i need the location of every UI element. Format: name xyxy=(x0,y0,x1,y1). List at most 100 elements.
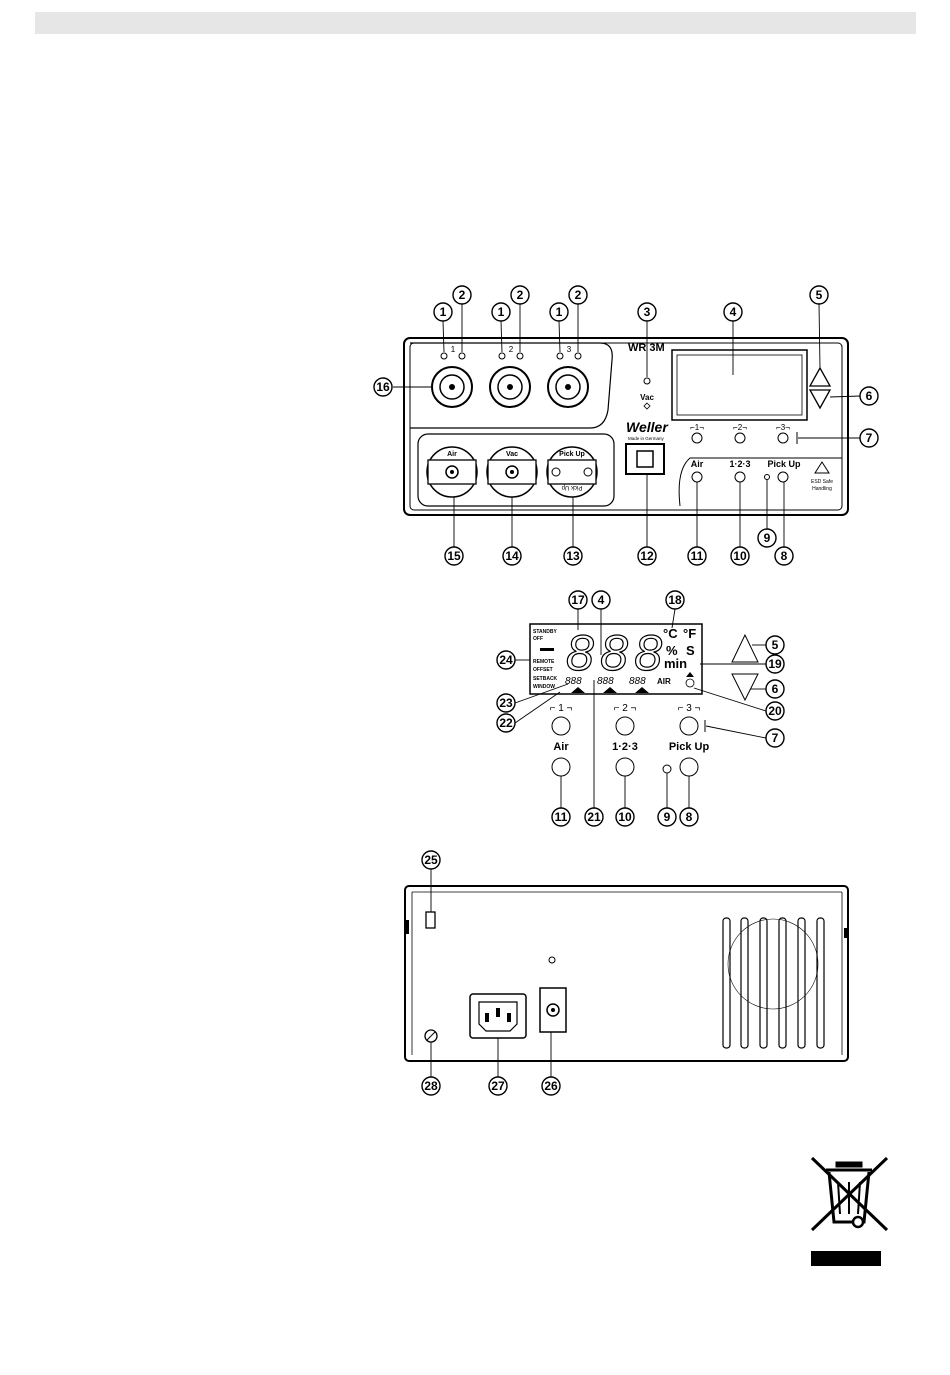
svg-text:⌐2¬: ⌐2¬ xyxy=(733,423,747,432)
svg-text:26: 26 xyxy=(544,1079,558,1093)
svg-text:4: 4 xyxy=(598,593,605,607)
detail-pickup-led xyxy=(662,764,672,774)
svg-text:8: 8 xyxy=(686,810,693,824)
svg-text:18: 18 xyxy=(668,593,682,607)
channel-1-button[interactable] xyxy=(691,432,703,444)
air-button[interactable] xyxy=(691,471,703,483)
svg-text:⌐ 2 ¬: ⌐ 2 ¬ xyxy=(614,703,637,714)
svg-text:13: 13 xyxy=(566,549,580,563)
air-button-label: Air xyxy=(691,459,704,469)
svg-text:14: 14 xyxy=(505,549,519,563)
svg-text:19: 19 xyxy=(768,657,782,671)
weee-bar xyxy=(811,1251,881,1266)
svg-text:ESD Safe: ESD Safe xyxy=(811,479,833,485)
detail-down-arrow[interactable] xyxy=(731,673,759,702)
svg-text:2: 2 xyxy=(459,288,466,302)
lcd-window xyxy=(671,349,808,421)
fuse-holder xyxy=(425,911,436,929)
lcd-detail xyxy=(529,623,703,695)
detail-air-button[interactable] xyxy=(551,757,571,777)
detail-pickup-button[interactable] xyxy=(679,757,699,777)
detail-channel-1-button[interactable] xyxy=(551,716,571,736)
display-callouts: 17 4 18 5 19 6 20 24 23 22 7 11 21 10 9 … xyxy=(496,590,785,827)
svg-text:⌐3¬: ⌐3¬ xyxy=(776,423,790,432)
status-words: STANDBY OFF REMOTE OFFSET SETBACK WINDOW xyxy=(533,629,558,690)
svg-text:28: 28 xyxy=(424,1079,438,1093)
detail-up-arrow[interactable] xyxy=(731,633,759,663)
svg-text:Pick Up: Pick Up xyxy=(559,451,585,458)
channel-label-1: 1 xyxy=(451,345,456,354)
svg-text:Air: Air xyxy=(553,741,569,753)
svg-text:888: 888 xyxy=(597,676,614,687)
svg-text:24: 24 xyxy=(499,653,513,667)
svg-text:8: 8 xyxy=(781,549,788,563)
svg-text:7: 7 xyxy=(772,731,779,745)
svg-text:5: 5 xyxy=(816,288,823,302)
air-indicator: AIR xyxy=(657,677,671,686)
svg-text:17: 17 xyxy=(571,593,585,607)
main-digits: 888 xyxy=(566,625,662,681)
svg-text:9: 9 xyxy=(664,810,671,824)
front-panel-diagram: 1 2 3 Vac WR 3M xyxy=(373,285,879,566)
svg-text:OFFSET: OFFSET xyxy=(533,667,553,673)
tool-connectors xyxy=(431,366,589,408)
svg-text:888: 888 xyxy=(629,676,646,687)
svg-text:6: 6 xyxy=(866,389,873,403)
front-callouts: 1 2 1 2 1 2 3 4 5 6 7 16 15 14 13 12 11 … xyxy=(373,285,879,566)
svg-text:11: 11 xyxy=(691,549,704,563)
detail-channel-2-button[interactable] xyxy=(615,716,635,736)
svg-text:6: 6 xyxy=(772,682,779,696)
vac-knob[interactable]: Vac xyxy=(486,446,538,498)
svg-text:SETBACK: SETBACK xyxy=(533,676,558,682)
detail-123-button[interactable] xyxy=(615,757,635,777)
unit-celsius: °C xyxy=(663,626,678,641)
svg-text:2: 2 xyxy=(575,288,582,302)
channel-label-3: 3 xyxy=(567,345,572,354)
svg-text:4: 4 xyxy=(730,305,737,319)
pickup-button[interactable] xyxy=(777,471,789,483)
weller-logo: Weller xyxy=(626,419,669,435)
page-header-bar xyxy=(35,12,916,34)
up-arrow-button[interactable] xyxy=(808,366,832,387)
svg-text:Vac: Vac xyxy=(506,451,518,458)
channel-2-button[interactable] xyxy=(734,432,746,444)
svg-text:1: 1 xyxy=(556,305,563,319)
down-arrow-button[interactable] xyxy=(808,389,832,410)
small-digit-groups: 888 888 888 xyxy=(565,676,646,687)
pickup-knob[interactable]: Pick Up Pick Up xyxy=(546,446,598,498)
svg-text:Pick Up: Pick Up xyxy=(669,741,710,753)
svg-text:STANDBY: STANDBY xyxy=(533,629,557,635)
detail-channel-3-button[interactable] xyxy=(679,716,699,736)
svg-text:7: 7 xyxy=(866,431,873,445)
channel-leds: 1 2 3 xyxy=(440,345,582,360)
rear-callouts: 25 28 27 26 xyxy=(421,850,561,1096)
svg-text:OFF: OFF xyxy=(533,636,543,642)
svg-text:Handling: Handling xyxy=(812,486,832,492)
svg-text:⌐ 3 ¬: ⌐ 3 ¬ xyxy=(678,703,701,714)
svg-text:⌐ 1 ¬: ⌐ 1 ¬ xyxy=(550,703,573,714)
svg-text:10: 10 xyxy=(618,810,632,824)
svg-text:Pick Up: Pick Up xyxy=(561,484,582,490)
svg-text:10: 10 xyxy=(733,549,747,563)
unit-fahrenheit: °F xyxy=(683,626,696,641)
svg-text:1·2·3: 1·2·3 xyxy=(612,741,638,753)
svg-text:23: 23 xyxy=(499,696,513,710)
all-channels-button[interactable] xyxy=(734,471,746,483)
channel-select-buttons: ⌐1¬ ⌐2¬ ⌐3¬ xyxy=(690,423,798,444)
svg-text:3: 3 xyxy=(644,305,651,319)
unit-seconds: S xyxy=(686,643,695,658)
svg-text:15: 15 xyxy=(447,549,461,563)
svg-text:11: 11 xyxy=(555,810,568,824)
svg-text:5: 5 xyxy=(772,638,779,652)
svg-text:20: 20 xyxy=(768,704,782,718)
display-detail-diagram: STANDBY OFF REMOTE OFFSET SETBACK WINDOW… xyxy=(496,590,785,827)
channel-markers xyxy=(571,687,649,693)
channel-3-button[interactable] xyxy=(777,432,789,444)
pickup-led xyxy=(764,474,770,480)
vac-label: Vac xyxy=(640,393,654,402)
svg-text:Air: Air xyxy=(447,451,457,458)
channel-label-2: 2 xyxy=(509,345,514,354)
weee-crossed-bin-icon xyxy=(810,1156,889,1232)
air-knob[interactable]: Air xyxy=(426,446,478,498)
model-label: WR 3M xyxy=(628,342,665,354)
